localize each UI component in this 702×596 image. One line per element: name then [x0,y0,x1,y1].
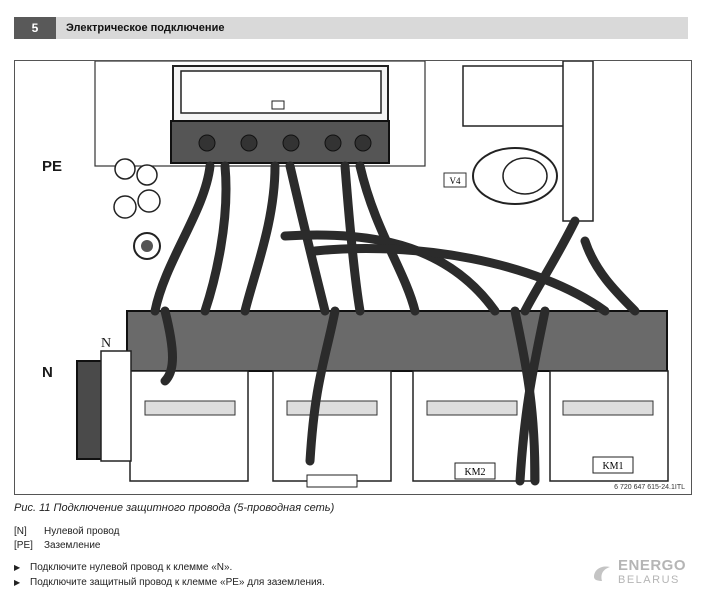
legend-text: Нулевой провод [44,526,120,537]
pe-terminal-block [113,158,161,260]
legend-row: [PE] Заземление [14,539,119,553]
legend-row: [N] Нулевой провод [14,525,119,539]
section-number: 5 [14,17,56,39]
legend: [N] Нулевой провод [PE] Заземление [14,525,119,553]
n-terminal-label: N [101,336,112,351]
wiring-illustration: V4 KM2 KM1 [14,60,692,495]
triangle-right-icon: ▶ [14,563,21,572]
watermark-line1: ENERGO [618,557,687,574]
cable-bundle [150,161,640,486]
legend-key: [PE] [14,540,33,551]
section-header: 5 Электрическое подключение [14,17,688,39]
watermark-line2: BELARUS [618,574,680,586]
contactor-row: KM2 KM1 [126,310,669,488]
wiring-drawing: V4 KM2 KM1 [76,61,669,488]
km1-label: KM1 [602,461,623,472]
n-label: N [42,364,53,381]
triangle-right-icon: ▶ [14,578,21,587]
pe-label: PE [42,158,63,175]
step-text: Подключите нулевой провод к клемме «N». [30,562,233,573]
instruction-steps: ▶ Подключите нулевой провод к клемме «N»… [14,560,325,590]
figure-caption: Рис. 11 Подключение защитного провода (5… [14,502,335,514]
step-item: ▶ Подключите нулевой провод к клемме «N»… [14,560,325,575]
energo-logo-icon [594,566,610,581]
figure-code: 6 720 647 615-24.1ITL [614,484,685,491]
legend-key: [N] [14,526,27,537]
v4-label: V4 [450,176,461,186]
km2-label: KM2 [464,467,485,478]
watermark-logo: ENERGO BELARUS [590,555,690,591]
step-text: Подключите защитный провод к клемме «PE»… [30,577,325,588]
step-item: ▶ Подключите защитный провод к клемме «P… [14,575,325,590]
section-title: Электрическое подключение [66,22,225,34]
legend-text: Заземление [44,540,101,551]
